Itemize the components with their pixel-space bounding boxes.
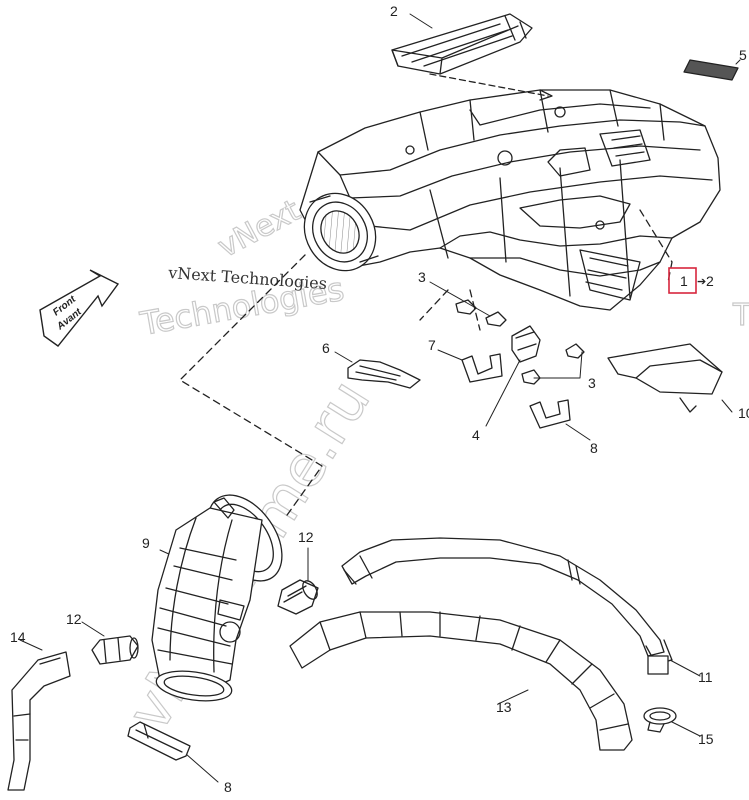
callout-12-upper: 12: [298, 529, 314, 545]
reference-part-number: 1: [680, 273, 688, 289]
part-hose-left-drawing: [7, 651, 71, 791]
callout-13: 13: [496, 699, 512, 715]
callout-15: 15: [698, 731, 714, 747]
callout-2: 2: [390, 3, 398, 19]
callouts: 2 5 3 6 7 3 10 4 8 9 12 12 14 11 13 15 8: [10, 3, 749, 795]
part-connector-upper-drawing: [277, 579, 319, 615]
part-gasket-drawing: [347, 359, 421, 389]
part-clips-drawing: [455, 299, 585, 385]
part-cover-drawing: [391, 13, 533, 75]
callout-6: 10: [738, 405, 749, 421]
front-direction-badge: Front Avant: [39, 269, 120, 347]
reference-target: 2: [706, 273, 714, 289]
line-art: [7, 13, 741, 791]
part-hose-upper-drawing: [341, 537, 673, 675]
callout-12-lower: 12: [66, 611, 82, 627]
part-clamp-drawing: [643, 707, 677, 733]
callout-3-upper: 3: [418, 269, 426, 285]
part-adapter-drawing: [151, 494, 283, 702]
callout-10: 8: [224, 779, 232, 795]
callout-4: 4: [472, 427, 480, 443]
reference-box: 1 ➔ 2: [668, 267, 714, 294]
callout-7: 6: [322, 340, 330, 356]
part-bracket-drawing: [511, 325, 541, 363]
callout-5: 5: [739, 47, 747, 63]
callout-8-lower: 8: [590, 440, 598, 456]
callout-14: 14: [10, 629, 26, 645]
part-airbox-drawing: [299, 73, 721, 311]
watermark-edge: T: [732, 298, 749, 333]
callout-11: 11: [698, 669, 713, 685]
watermark-vnext: vNext: [212, 193, 306, 265]
callout-9: 9: [142, 535, 150, 551]
part-connector-lower-drawing: [91, 635, 139, 665]
part-label-drawing: [683, 59, 739, 81]
part-brackets-8-drawing: [461, 353, 571, 429]
part-plate-drawing: [127, 721, 191, 761]
part-shield-drawing: [607, 343, 723, 413]
reference-arrow: ➔: [697, 276, 706, 288]
callout-3-lower: 3: [588, 375, 596, 391]
part-hose-lower-drawing: [289, 611, 633, 751]
callout-8-upper: 7: [428, 337, 436, 353]
